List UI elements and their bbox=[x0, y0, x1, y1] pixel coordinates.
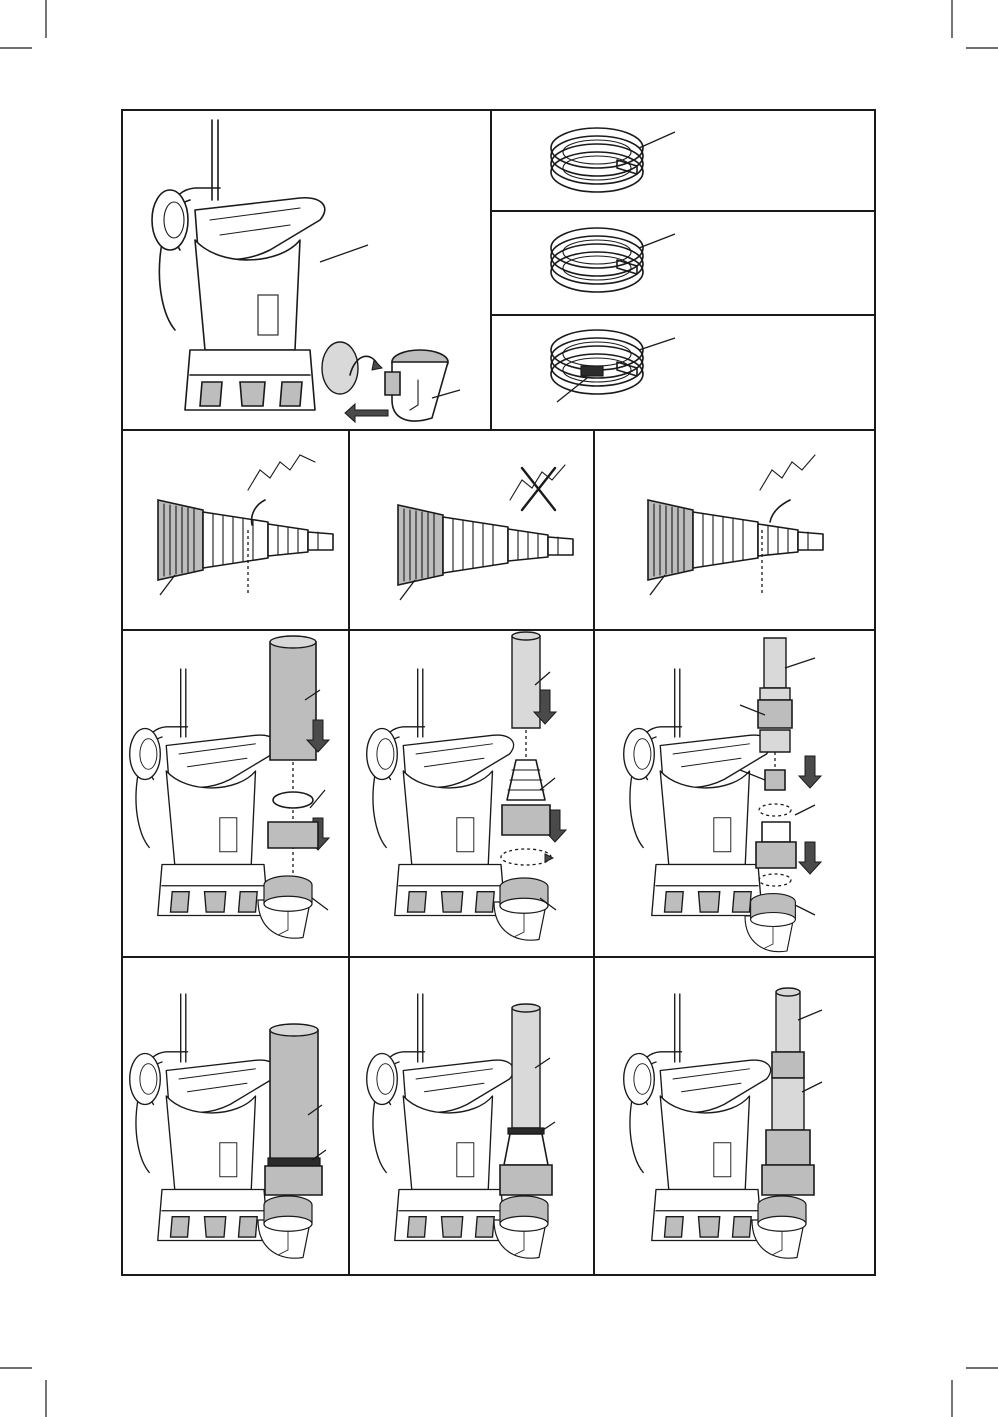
pump-icon bbox=[367, 994, 514, 1241]
panel-pump-adapter bbox=[152, 120, 460, 422]
rotate-arrow-icon bbox=[545, 854, 553, 862]
panel-cut-left bbox=[158, 455, 333, 595]
panel-hose-2 bbox=[551, 228, 675, 292]
hose-coil-icon bbox=[551, 330, 643, 394]
pump-icon bbox=[624, 669, 771, 916]
adapter-icon bbox=[158, 500, 333, 580]
cross-out-icon bbox=[522, 468, 555, 510]
pump-icon bbox=[624, 994, 771, 1241]
adapter-icon bbox=[398, 505, 573, 585]
panel-result-3 bbox=[624, 988, 822, 1258]
adapter-icon bbox=[494, 1196, 548, 1258]
pump-icon bbox=[367, 669, 514, 916]
panel-hose-3 bbox=[551, 330, 675, 402]
adapter-icon bbox=[494, 878, 548, 940]
push-arrow-icon bbox=[345, 404, 388, 422]
adapter-icon bbox=[258, 1196, 312, 1258]
adapter-icon bbox=[258, 876, 312, 938]
panel-cut-wrong bbox=[398, 465, 573, 600]
panel-result-1 bbox=[130, 994, 326, 1258]
pump-icon bbox=[152, 120, 325, 410]
adapter-icon bbox=[648, 500, 823, 580]
adapter-icon bbox=[752, 1196, 806, 1258]
pump-icon bbox=[130, 669, 277, 916]
panel-cut-right bbox=[648, 455, 823, 595]
panel-result-2 bbox=[367, 994, 555, 1258]
adapter-icon bbox=[322, 342, 448, 421]
panel-assemble-3 bbox=[624, 638, 821, 952]
push-arrow-icon bbox=[799, 756, 821, 874]
panel-assemble-2 bbox=[367, 632, 566, 940]
panel-assemble-1 bbox=[130, 636, 329, 938]
pump-icon bbox=[130, 994, 277, 1241]
hose-coil-icon bbox=[551, 228, 643, 292]
adapter-icon bbox=[745, 894, 795, 952]
panel-hose-1 bbox=[551, 128, 675, 192]
hose-coil-icon bbox=[551, 128, 643, 192]
